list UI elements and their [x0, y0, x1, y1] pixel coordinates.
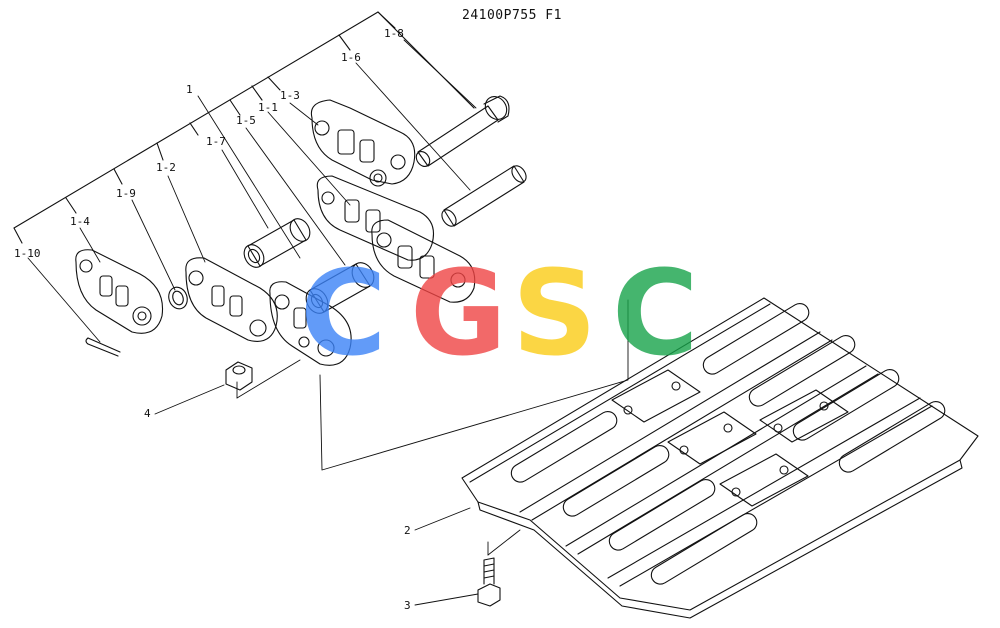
- track-link-1-2a: [371, 219, 476, 303]
- shoe-bolt-3: [477, 557, 501, 607]
- assembly-leader-bracket: [13, 11, 475, 244]
- track-link-1-2: [185, 257, 278, 342]
- label-1-2: 1-2: [156, 161, 176, 174]
- track-link-1-3: [310, 99, 416, 187]
- label-1-1: 1-1: [258, 101, 278, 114]
- track-link-1-4: [75, 249, 164, 334]
- spacer-ring-1-9: [168, 286, 188, 310]
- bushing-1-7: [243, 218, 311, 268]
- label-1-5: 1-5: [236, 114, 256, 127]
- bushing-1-5: [305, 262, 375, 314]
- label-1-8: 1-8: [384, 27, 404, 40]
- track-link-master: [269, 281, 352, 366]
- label-3: 3: [404, 599, 411, 612]
- shoe-nut-4: [225, 361, 253, 391]
- label-1-4: 1-4: [70, 215, 90, 228]
- track-link-1-1: [316, 175, 435, 261]
- track-shoes-2: [461, 297, 979, 619]
- drawing-number: 24100P755 F1: [462, 8, 562, 23]
- label-2: 2: [404, 524, 411, 537]
- master-pin-1-8: [415, 95, 510, 167]
- label-1-6: 1-6: [341, 51, 361, 64]
- label-1-10: 1-10: [14, 247, 41, 260]
- cotter-pin-1-10: [85, 337, 121, 357]
- label-1-7: 1-7: [206, 135, 226, 148]
- label-1: 1: [186, 83, 193, 96]
- pin-1-6: [441, 165, 527, 227]
- leader-lines: [27, 39, 629, 606]
- label-1-9: 1-9: [116, 187, 136, 200]
- label-4: 4: [144, 407, 151, 420]
- label-1-3: 1-3: [280, 89, 300, 102]
